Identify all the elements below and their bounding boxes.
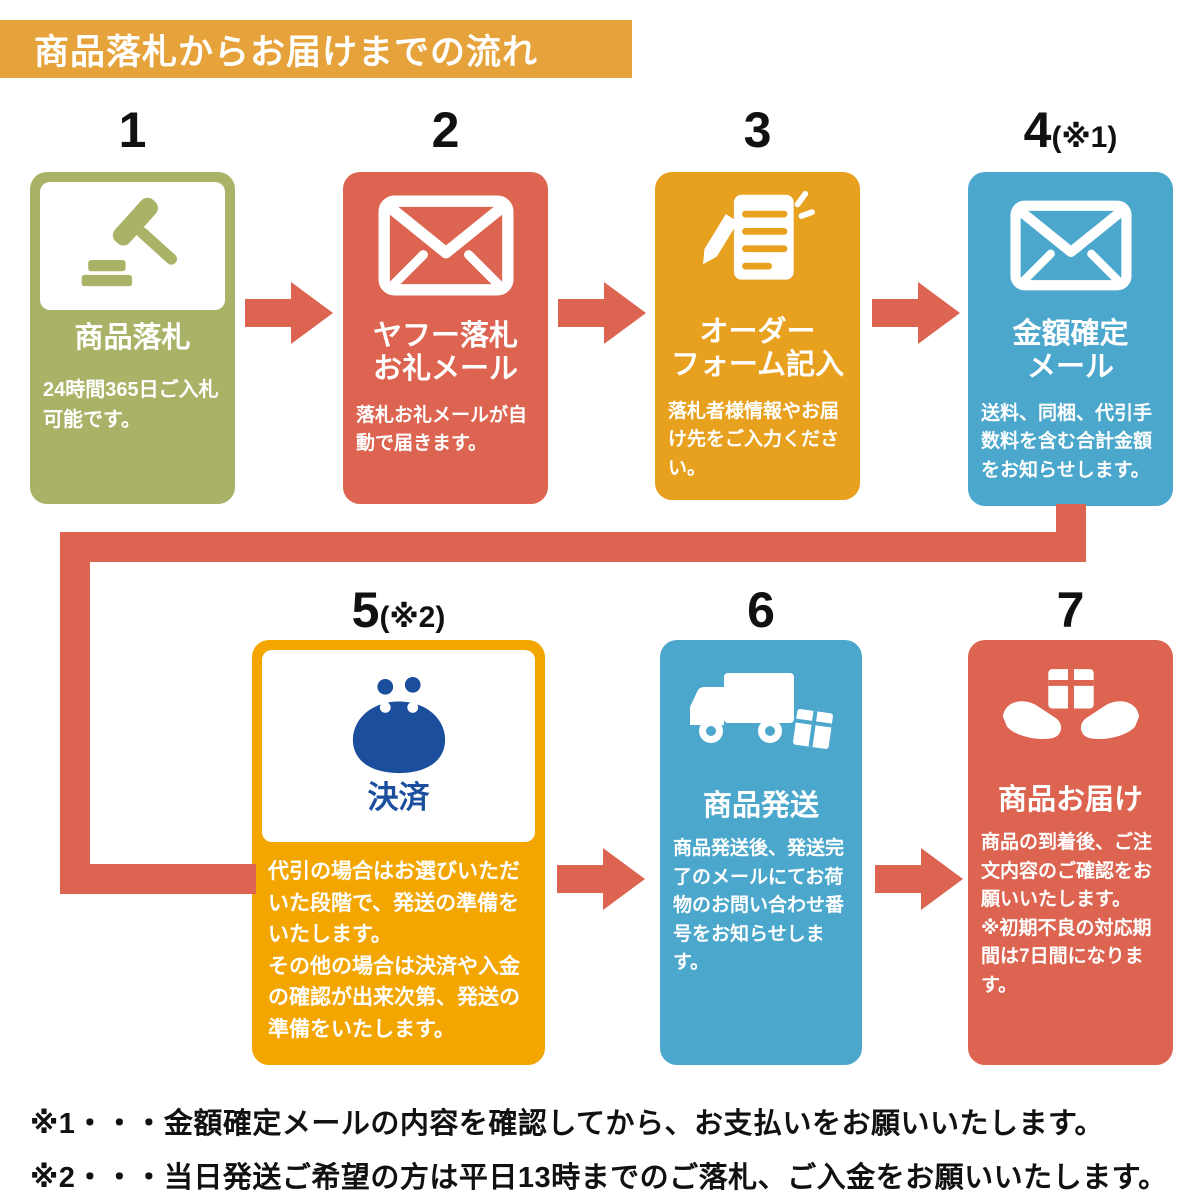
- page-title: 商品落札からお届けまでの流れ: [34, 32, 539, 72]
- step-number-4: 4(※1): [1023, 102, 1118, 158]
- step-number-3: 3: [743, 102, 772, 158]
- order-form-icon: [702, 190, 815, 280]
- step-number-5: 5(※2): [351, 582, 446, 638]
- step-title: オーダー フォーム記入: [670, 316, 845, 382]
- step-number-7: 7: [1056, 582, 1085, 638]
- icon-panel: [968, 172, 1173, 310]
- step-body: 代引の場合はお選びいただいた段階で、発送の準備をいたします。 その他の場合は決済…: [268, 860, 520, 1041]
- step-card-thankyou-mail: ヤフー落札 お礼メール 落札お礼メールが自動で届きます。: [343, 172, 548, 504]
- icon-panel: 決済: [262, 650, 535, 842]
- step-body: 送料、同梱、代引手数料を含む合計金額をお知らせします。: [981, 402, 1153, 481]
- icon-panel: [660, 640, 862, 782]
- step-body: 商品の到着後、ご注文内容のご確認をお願いいたします。 ※初期不良の対応期間は7日…: [981, 832, 1153, 996]
- step-title: 決済: [367, 780, 430, 816]
- icon-panel: [968, 640, 1173, 776]
- gavel-icon: [81, 197, 177, 287]
- icon-panel: [343, 172, 548, 312]
- connector-line: [60, 532, 90, 894]
- connector-line: [60, 864, 256, 894]
- truck-icon: [690, 673, 833, 749]
- arrow-right-icon: [875, 848, 963, 910]
- step-card-auction-win: 商品落札 24時間365日ご入札可能です。: [30, 172, 235, 504]
- step-title: 商品お届け: [997, 784, 1143, 816]
- arrow-right-icon: [557, 848, 645, 910]
- step-card-order-form: オーダー フォーム記入 落札者様情報やお届け先をご入力ください。: [655, 172, 860, 500]
- step-body: 商品発送後、発送完了のメールにてお荷物のお問い合わせ番号をお知らせします。: [673, 838, 845, 974]
- icon-panel: [40, 182, 225, 310]
- step-body: 落札お礼メールが自動で届きます。: [356, 404, 528, 455]
- step-card-shipping: 商品発送 商品発送後、発送完了のメールにてお荷物のお問い合わせ番号をお知らせしま…: [660, 640, 862, 1065]
- step-body: 落札者様情報やお届け先をご入力ください。: [668, 400, 840, 479]
- step-title: ヤフー落札 お礼メール: [372, 320, 518, 386]
- step-title: 金額確定 メール: [1012, 318, 1129, 384]
- mail-icon: [378, 195, 513, 295]
- step-card-payment: 決済 代引の場合はお選びいただいた段階で、発送の準備をいたします。 その他の場合…: [252, 640, 545, 1065]
- step-number-1: 1: [118, 102, 147, 158]
- step-number-2: 2: [431, 102, 460, 158]
- arrow-right-icon: [872, 282, 960, 344]
- delivery-hands-icon: [1002, 668, 1139, 739]
- coin-purse-icon: [352, 677, 445, 774]
- step-title: 商品落札: [74, 322, 191, 354]
- mail-icon: [1009, 200, 1132, 290]
- header-banner: 商品落札からお届けまでの流れ: [0, 20, 632, 78]
- arrow-right-icon: [245, 282, 333, 344]
- step-number-6: 6: [747, 582, 775, 638]
- step-title: 商品発送: [702, 790, 819, 822]
- step-body: 24時間365日ご入札可能です。: [43, 379, 219, 432]
- step-card-price-mail: 金額確定 メール 送料、同梱、代引手数料を含む合計金額をお知らせします。: [968, 172, 1173, 506]
- connector-line: [60, 532, 1086, 562]
- arrow-right-icon: [558, 282, 646, 344]
- footnote-1: ※1・・・金額確定メールの内容を確認してから、お支払いをお願いいたします。: [30, 1108, 1105, 1140]
- icon-panel: [655, 172, 860, 308]
- footnote-2: ※2・・・当日発送ご希望の方は平日13時までのご落札、ご入金をお願いいたします。: [30, 1162, 1168, 1194]
- step-card-delivery: 商品お届け 商品の到着後、ご注文内容のご確認をお願いいたします。 ※初期不良の対…: [968, 640, 1173, 1065]
